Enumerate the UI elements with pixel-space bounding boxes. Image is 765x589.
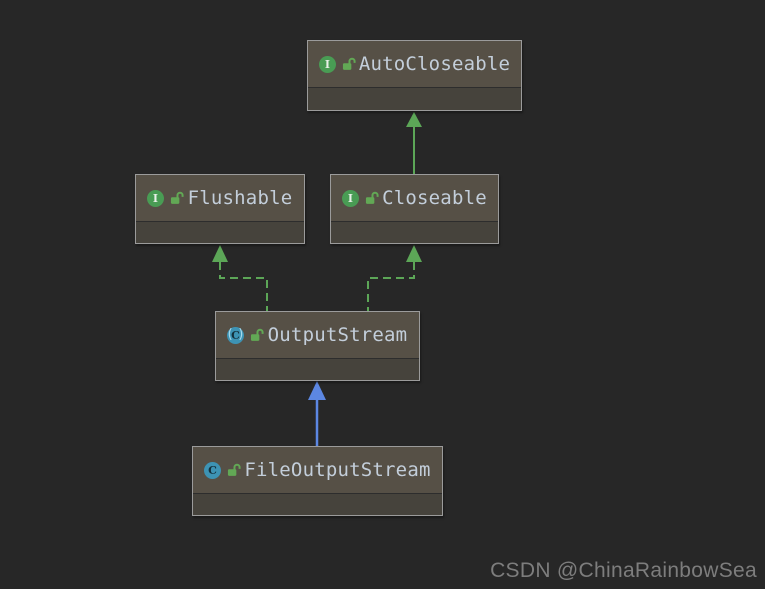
arrowhead-up-icon bbox=[406, 245, 422, 262]
public-unlocked-icon bbox=[227, 463, 241, 477]
node-label: OutputStream bbox=[267, 324, 408, 346]
node-body bbox=[216, 359, 419, 380]
interface-icon: I bbox=[147, 189, 164, 207]
node-header: I AutoCloseable bbox=[308, 41, 521, 88]
class-icon: C bbox=[204, 461, 221, 479]
interface-icon: I bbox=[319, 55, 336, 73]
extends-edge-fileoutputstream-to-outputstream bbox=[308, 381, 326, 446]
node-header: ( C ) OutputStream bbox=[216, 312, 419, 359]
class-node-flushable[interactable]: I Flushable bbox=[135, 174, 305, 244]
node-body bbox=[193, 494, 442, 515]
node-header: C FileOutputStream bbox=[193, 447, 442, 494]
class-node-fileoutputstream[interactable]: C FileOutputStream bbox=[192, 446, 443, 516]
class-node-outputstream[interactable]: ( C ) OutputStream bbox=[215, 311, 420, 381]
node-label: FileOutputStream bbox=[244, 459, 431, 481]
node-label: Flushable bbox=[187, 187, 293, 209]
node-label: Closeable bbox=[382, 187, 487, 209]
implements-edge-outputstream-to-flushable bbox=[212, 245, 268, 311]
class-node-closeable[interactable]: I Closeable bbox=[330, 174, 499, 244]
public-unlocked-icon bbox=[170, 191, 184, 205]
node-body bbox=[331, 222, 498, 243]
extends-edge-closeable-to-autocloseable bbox=[406, 112, 422, 174]
node-label: AutoCloseable bbox=[358, 53, 511, 75]
node-body bbox=[136, 222, 304, 243]
public-unlocked-icon bbox=[365, 191, 379, 205]
public-unlocked-icon bbox=[342, 57, 356, 71]
node-header: I Closeable bbox=[331, 175, 498, 222]
arrowhead-up-icon bbox=[308, 381, 326, 400]
node-body bbox=[308, 88, 521, 110]
interface-icon: I bbox=[342, 189, 359, 207]
class-node-autocloseable[interactable]: I AutoCloseable bbox=[307, 40, 522, 111]
arrowhead-up-icon bbox=[212, 245, 228, 262]
abstract-class-icon: ( C ) bbox=[226, 326, 245, 344]
implements-edge-outputstream-to-closeable bbox=[367, 245, 422, 311]
public-unlocked-icon bbox=[250, 328, 264, 342]
arrowhead-up-icon bbox=[406, 112, 422, 127]
watermark: CSDN @ChinaRainbowSea bbox=[490, 559, 757, 582]
node-header: I Flushable bbox=[136, 175, 304, 222]
